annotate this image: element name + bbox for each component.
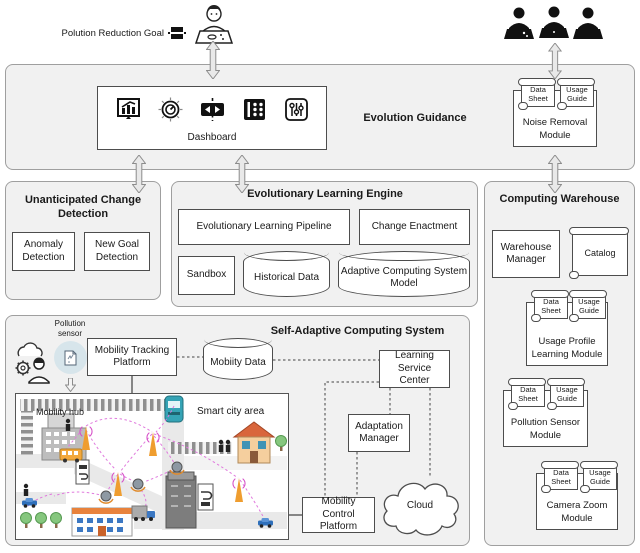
learning-service-center-box: Learning Service Center bbox=[379, 350, 450, 388]
module-name: Camera Zoom Module bbox=[546, 500, 608, 524]
mobility-data-cylinder: Mobiity Data bbox=[203, 338, 273, 380]
car-icon bbox=[22, 498, 37, 508]
sliders-icon bbox=[283, 96, 310, 123]
data-sheet-scroll: Data Sheet bbox=[531, 290, 569, 322]
smart-city-box bbox=[15, 393, 289, 540]
usage-guide-scroll: Usage Guide bbox=[569, 290, 607, 322]
module-name: Noise Removal Module bbox=[522, 117, 588, 141]
school-building-icon bbox=[71, 507, 133, 537]
car-icon bbox=[258, 518, 273, 528]
learning-pipeline-box: Evolutionary Learning Pipeline bbox=[178, 209, 350, 245]
flow-arrow bbox=[132, 155, 146, 193]
historical-data-cylinder: Historical Data bbox=[243, 251, 330, 297]
dashboard-label: Dashboard bbox=[187, 131, 237, 143]
train-icon bbox=[164, 395, 184, 423]
chart-board-icon bbox=[115, 96, 142, 123]
warehouse-manager-box: Warehouse Manager bbox=[492, 230, 560, 278]
flow-arrow bbox=[548, 43, 562, 79]
system-model-cylinder: Adaptive Computing System Model bbox=[338, 251, 470, 297]
data-sheet-scroll: Data Sheet bbox=[518, 78, 556, 110]
pollution-sensor-icon bbox=[54, 341, 87, 374]
mobility-hub-label: Mobility hub bbox=[36, 407, 85, 417]
data-sheet-scroll: Data Sheet bbox=[508, 378, 546, 410]
truck-icon bbox=[131, 505, 155, 521]
compare-arrows-icon bbox=[199, 96, 226, 123]
house-icon bbox=[232, 421, 276, 464]
drone-icon bbox=[98, 461, 185, 504]
unanticipated-change-title: Unanticipated Change Detection bbox=[24, 194, 142, 220]
catalog-scroll: Catalog bbox=[569, 227, 629, 279]
self-adaptive-title: Self-Adaptive Computing System bbox=[270, 325, 445, 337]
goal-label: Polution Reduction Goal bbox=[61, 28, 164, 39]
bus-icon bbox=[59, 448, 83, 463]
crosswalk bbox=[168, 442, 232, 454]
sandbox-box: Sandbox bbox=[178, 256, 235, 295]
module-name: Usage Profile Learning Module bbox=[531, 336, 603, 360]
radio-tower-icon bbox=[79, 426, 246, 502]
parking-sign-icon bbox=[75, 459, 90, 485]
flow-arrow bbox=[206, 41, 220, 79]
usage-guide-scroll: Usage Guide bbox=[557, 78, 595, 110]
goal-icon bbox=[168, 24, 186, 44]
cloud-shape bbox=[376, 470, 464, 542]
gauge-icon bbox=[157, 96, 184, 123]
evolution-guidance-title: Evolution Guidance bbox=[363, 112, 467, 124]
person-laptop-icon bbox=[192, 3, 236, 47]
flow-arrow bbox=[235, 155, 249, 193]
module-name: Pollution Sensor Module bbox=[510, 417, 581, 441]
sensor-down-arrow bbox=[65, 378, 76, 392]
new-goal-detection-box: New Goal Detection bbox=[84, 232, 150, 271]
pedestrian-icon bbox=[23, 418, 231, 496]
cloud-label: Cloud bbox=[406, 500, 434, 511]
computing-warehouse-title: Computing Warehouse bbox=[499, 193, 620, 205]
adaptation-manager-box: Adaptation Manager bbox=[348, 414, 410, 452]
data-sheet-scroll: Data Sheet bbox=[541, 461, 579, 493]
crosswalk bbox=[20, 399, 180, 411]
usage-guide-scroll: Usage Guide bbox=[580, 461, 618, 493]
learning-engine-title: Evolutionary Learning Engine bbox=[247, 188, 403, 200]
flow-arrow bbox=[548, 155, 562, 193]
mobility-tracking-box: Mobility Tracking Platform bbox=[87, 338, 177, 376]
parking-sign-icon bbox=[197, 483, 214, 511]
field-engineer-icon bbox=[13, 342, 53, 384]
tower-building-icon bbox=[165, 471, 197, 529]
crosswalk bbox=[21, 411, 33, 455]
smart-city-area-label: Smart city area bbox=[197, 406, 265, 417]
domino-icon bbox=[241, 96, 268, 123]
dashboard-box: Dashboard bbox=[97, 86, 327, 150]
team-person-laptop-icons bbox=[504, 6, 604, 44]
change-enactment-box: Change Enactment bbox=[359, 209, 470, 245]
pollution-sensor-label: Pollution sensor bbox=[54, 319, 86, 338]
mobility-control-box: Mobility Control Platform bbox=[302, 496, 375, 533]
anomaly-detection-box: Anomaly Detection bbox=[12, 232, 75, 271]
usage-guide-scroll: Usage Guide bbox=[547, 378, 585, 410]
tree-icon bbox=[20, 435, 287, 528]
